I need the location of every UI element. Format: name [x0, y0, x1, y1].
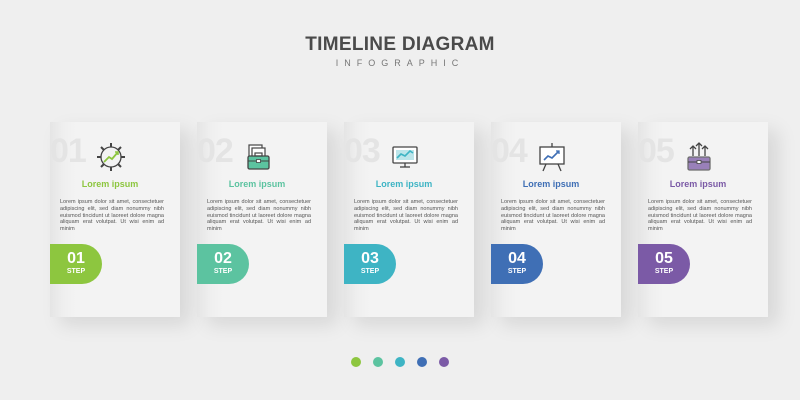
- step-heading: Lorem ipsum: [522, 179, 580, 189]
- card-background-number: 05: [638, 132, 675, 170]
- step-description: Lorem ipsum dolor sit amet, consectetuer…: [60, 199, 164, 233]
- step-badge: 02 STEP: [197, 244, 249, 284]
- step-description: Lorem ipsum dolor sit amet, consectetuer…: [648, 199, 752, 233]
- dot-step-4: [417, 357, 427, 367]
- pagination-dots: [0, 357, 800, 369]
- dot-step-3: [395, 357, 405, 367]
- step-number: 02: [214, 250, 232, 267]
- dot-step-1: [351, 357, 361, 367]
- dot-step-5: [439, 357, 449, 367]
- step-heading: Lorem ipsum: [375, 179, 433, 189]
- step-label: STEP: [654, 268, 674, 275]
- step-card-5: 05 Lorem ipsum Lorem ipsum dolor sit ame…: [638, 122, 768, 317]
- step-number: 03: [361, 250, 379, 267]
- step-heading: Lorem ipsum: [81, 179, 139, 189]
- card-background-number: 03: [344, 132, 381, 170]
- step-label: STEP: [66, 268, 86, 275]
- step-label: STEP: [213, 268, 233, 275]
- step-number: 04: [508, 250, 526, 267]
- page-title: TIMELINE DIAGRAM: [305, 34, 495, 55]
- card-background-number: 04: [491, 132, 528, 170]
- step-heading: Lorem ipsum: [669, 179, 727, 189]
- step-label: STEP: [507, 268, 527, 275]
- step-heading: Lorem ipsum: [228, 179, 286, 189]
- briefcase-growth-icon: [687, 142, 711, 171]
- step-badge: 01 STEP: [50, 244, 102, 284]
- card-background-number: 01: [50, 132, 87, 170]
- monitor-chart-icon: [392, 146, 418, 168]
- step-number: 05: [655, 250, 673, 267]
- step-number: 01: [67, 250, 85, 267]
- step-badge: 04 STEP: [491, 244, 543, 284]
- step-description: Lorem ipsum dolor sit amet, consectetuer…: [207, 199, 311, 233]
- dot-step-2: [373, 357, 383, 367]
- step-card-4: 04 Lorem ipsum Lorem ipsum dolor sit ame…: [491, 122, 621, 317]
- page-subtitle: INFOGRAPHIC: [335, 58, 465, 68]
- step-description: Lorem ipsum dolor sit amet, consectetuer…: [354, 199, 458, 233]
- step-card-3: 03 Lorem ipsum Lorem ipsum dolor sit ame…: [344, 122, 474, 317]
- step-badge: 03 STEP: [344, 244, 396, 284]
- step-card-2: 02 Lorem ipsum Lorem ipsum dolor sit ame…: [197, 122, 327, 317]
- step-card-1: 01 Lorem ipsum Lorem ipsum dolor sit ame…: [50, 122, 180, 317]
- card-background-number: 02: [197, 132, 234, 170]
- step-description: Lorem ipsum dolor sit amet, consectetuer…: [501, 199, 605, 233]
- briefcase-documents-icon: [247, 144, 270, 170]
- step-badge: 05 STEP: [638, 244, 690, 284]
- gear-growth-icon: [97, 143, 125, 171]
- step-label: STEP: [360, 268, 380, 275]
- presentation-board-icon: [539, 143, 565, 172]
